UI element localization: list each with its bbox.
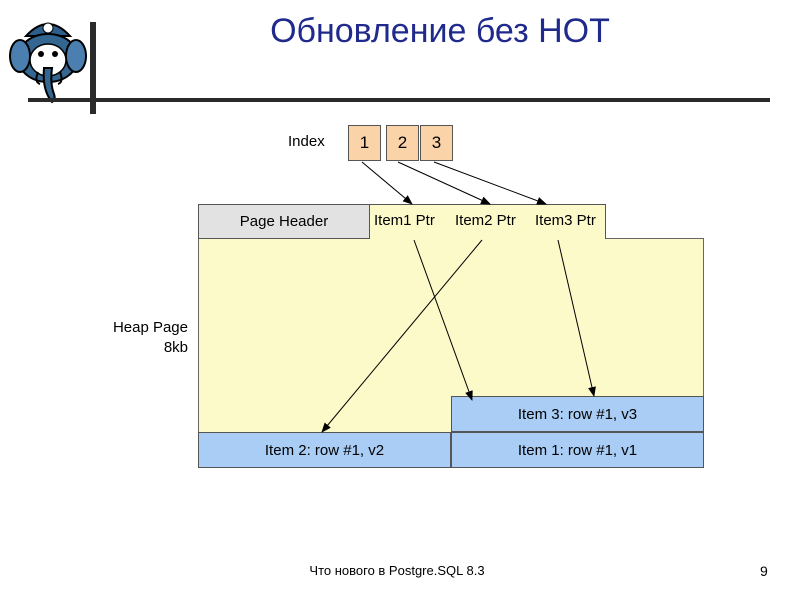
page-header-text: Page Header xyxy=(239,213,329,230)
item2-pointer: Item2 Ptr xyxy=(455,212,516,229)
item1-pointer: Item1 Ptr xyxy=(374,212,435,229)
tuple-item2: Item 2: row #1, v2 xyxy=(198,432,451,468)
item-pointers-area xyxy=(370,204,606,239)
heap-page-label-line2: 8kb xyxy=(163,339,188,356)
heap-page-label: Heap Page 8kb xyxy=(98,318,188,358)
tuple-item3: Item 3: row #1, v3 xyxy=(451,396,704,432)
index-entry-1: 1 xyxy=(348,125,381,161)
page-header: Page Header xyxy=(198,204,370,239)
item3-pointer: Item3 Ptr xyxy=(535,212,596,229)
title-divider-horizontal xyxy=(28,98,770,102)
arrow-item2ptr-to-tuple2 xyxy=(321,239,483,433)
title-divider-vertical xyxy=(90,22,96,114)
page-number: 9 xyxy=(760,563,768,579)
tuple-item3-text: Item 3: row #1, v3 xyxy=(517,405,638,423)
tuple-item2-text: Item 2: row #1, v2 xyxy=(264,441,385,459)
index-entry-1-text: 1 xyxy=(359,133,370,152)
postgresql-elephant-icon xyxy=(8,10,88,110)
heap-page-label-line1: Heap Page xyxy=(112,319,188,336)
tuple-item1: Item 1: row #1, v1 xyxy=(451,432,704,468)
index-entry-3: 3 xyxy=(420,125,453,161)
index-entry-2: 2 xyxy=(386,125,419,161)
index-entry-3-text: 3 xyxy=(431,133,442,152)
slide-footer: Что нового в Postgre.SQL 8.3 xyxy=(309,563,485,578)
index-entry-2-text: 2 xyxy=(397,133,408,152)
arrow-index3-to-item3ptr xyxy=(433,161,547,205)
tuple-item1-text: Item 1: row #1, v1 xyxy=(517,441,638,459)
slide-title: Обновление без HOT xyxy=(270,12,610,50)
arrow-index2-to-item2ptr xyxy=(397,161,491,205)
arrow-item3ptr-to-tuple3 xyxy=(557,239,596,397)
index-label: Index xyxy=(288,133,325,150)
arrow-index1-to-item1ptr xyxy=(361,161,413,205)
arrow-item1ptr-to-tuple1 xyxy=(413,239,473,401)
